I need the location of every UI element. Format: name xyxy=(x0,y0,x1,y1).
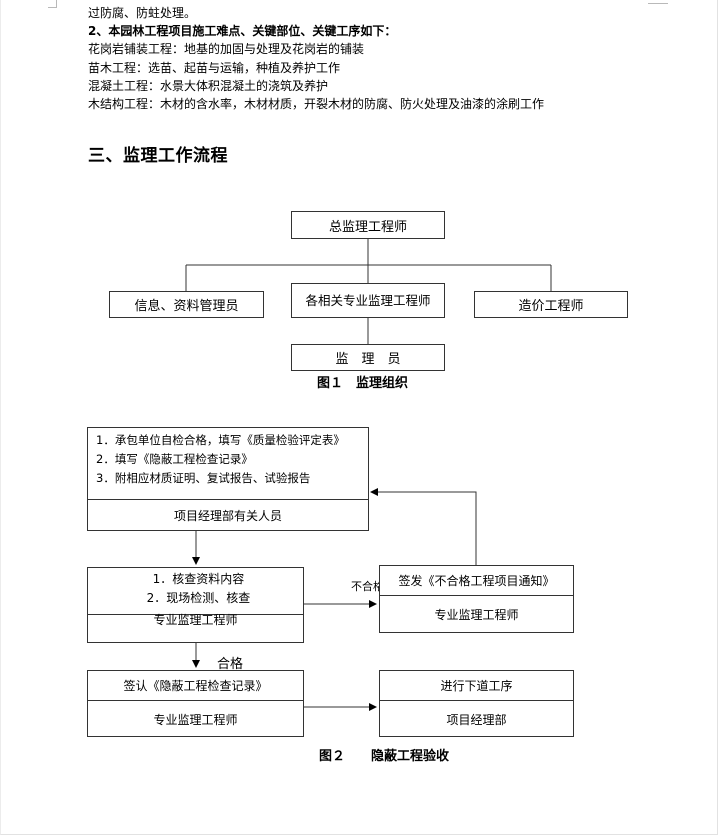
next-process-title: 进行下道工序 xyxy=(380,671,573,701)
text-line-4: 苗木工程：选苗、起苗与运输，种植及养护工作 xyxy=(88,60,341,75)
corner-mark-top-right xyxy=(648,3,668,4)
contractor-item-2: 2．填写《隐蔽工程检查记录》 xyxy=(96,452,253,466)
flow-box-inspection: 1．核查资料内容 2．现场检测、核查 专业监理工程师 xyxy=(87,567,304,643)
text-line-3: 花岗岩铺装工程：地基的加固与处理及花岗岩的铺装 xyxy=(88,42,365,57)
inspection-items: 1．核查资料内容 2．现场检测、核查 xyxy=(88,570,303,608)
contractor-items: 1．承包单位自检合格，填写《质量检验评定表》 2．填写《隐蔽工程检查记录》 3．… xyxy=(88,428,368,500)
label-pass: 合格 xyxy=(217,657,244,672)
inspection-item-2: 2．现场检测、核查 xyxy=(146,591,251,605)
section-title: 三、监理工作流程 xyxy=(88,146,228,166)
inspection-item-1: 1．核查资料内容 xyxy=(152,572,245,586)
body-text: 过防腐、防蛀处理。 2、本园林工程项目施工难点、关键部位、关键工序如下： 花岗岩… xyxy=(88,4,688,113)
org-box-cost-engineer: 造价工程师 xyxy=(474,291,628,318)
figure1-caption: 图１ 监理组织 xyxy=(317,376,409,391)
text-line-2: 2、本园林工程项目施工难点、关键部位、关键工序如下： xyxy=(88,24,397,39)
next-process-footer: 项目经理部 xyxy=(446,712,507,727)
text-line-6: 木结构工程：木材的含水率，木材材质，开裂木材的防腐、防火处理及油漆的涂刷工作 xyxy=(88,96,545,111)
sign-record-title: 签认《隐蔽工程检查记录》 xyxy=(88,671,303,701)
contractor-footer: 项目经理部有关人员 xyxy=(173,508,282,523)
org-box-info-manager: 信息、资料管理员 xyxy=(109,291,264,318)
flow-box-contractor-submission: 1．承包单位自检合格，填写《质量检验评定表》 2．填写《隐蔽工程检查记录》 3．… xyxy=(87,427,369,531)
text-line-1: 过防腐、防蛀处理。 xyxy=(88,6,197,20)
flow-box-nonconformity-notice: 签发《不合格工程项目通知》 专业监理工程师 xyxy=(379,565,574,633)
text-line-5: 混凝土工程：水景大体积混凝土的浇筑及养护 xyxy=(88,78,329,93)
flow-box-next-process: 进行下道工序 项目经理部 xyxy=(379,670,574,737)
notice-title: 签发《不合格工程项目通知》 xyxy=(380,566,573,596)
notice-footer: 专业监理工程师 xyxy=(434,608,519,622)
contractor-item-1: 1．承包单位自检合格，填写《质量检验评定表》 xyxy=(96,433,345,447)
contractor-item-3: 3．附相应材质证明、复试报告、试验报告 xyxy=(96,471,311,485)
corner-mark-top-left-h xyxy=(48,7,57,8)
inspection-divider xyxy=(88,614,303,615)
org-box-chief-engineer: 总监理工程师 xyxy=(291,211,445,239)
label-fail: 不合格 xyxy=(351,580,379,593)
org-box-specialty-engineer: 各相关专业监理工程师 xyxy=(291,283,445,318)
org-box-supervisor: 监 理 员 xyxy=(291,344,445,371)
corner-mark-top-left xyxy=(56,0,57,8)
inspection-footer: 专业监理工程师 xyxy=(153,612,238,627)
flow-arrow-return xyxy=(370,488,477,565)
sign-record-footer: 专业监理工程师 xyxy=(153,712,238,727)
figure2-caption: 图２ 隐蔽工程验收 xyxy=(319,749,450,764)
flow-box-sign-record: 签认《隐蔽工程检查记录》 专业监理工程师 xyxy=(87,670,304,737)
